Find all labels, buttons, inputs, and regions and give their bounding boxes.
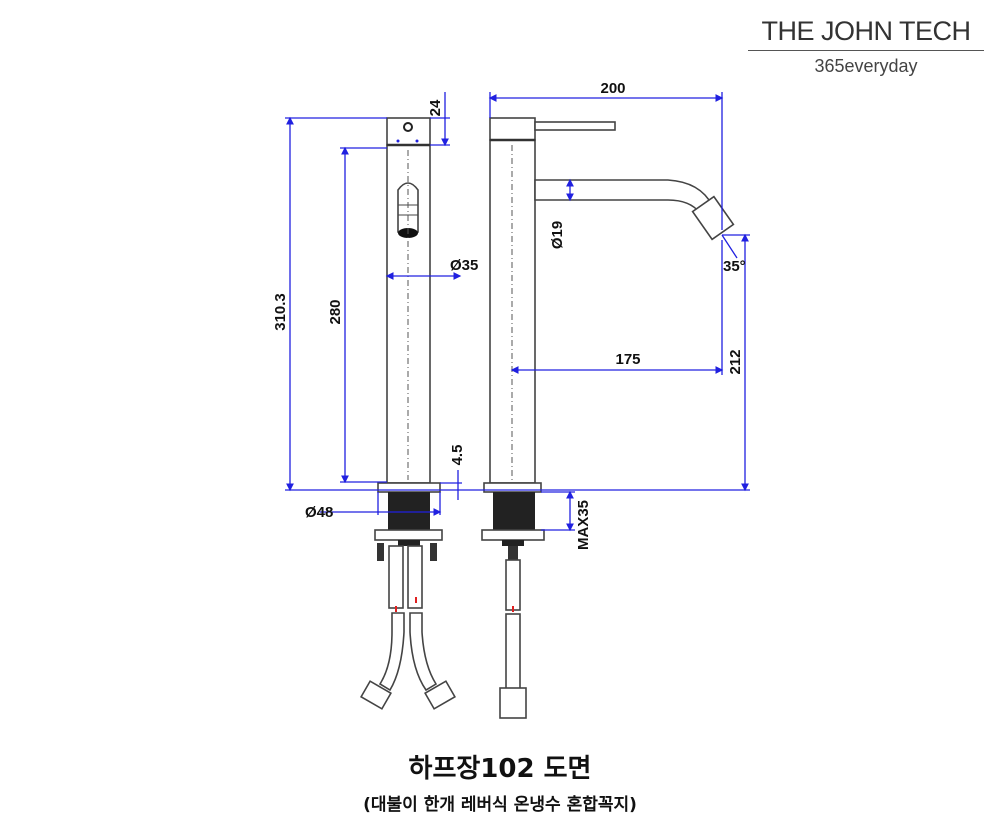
dim-spout-angle: 35° — [723, 258, 746, 275]
dim-spout-diameter: Ø19 — [549, 221, 566, 249]
dim-total-height: 310.3 — [272, 293, 289, 331]
brand-name: THE JOHN TECH — [761, 16, 971, 46]
dim-max-counter: MAX35 — [575, 500, 592, 550]
dim-base-gap: 4.5 — [449, 445, 466, 466]
brand-tagline: 365everyday — [814, 56, 918, 76]
dim-total-width: 200 — [600, 80, 625, 97]
side-view — [481, 117, 735, 719]
drawing-title: 하프장102 도면 — [408, 754, 592, 784]
brand-divider — [748, 50, 984, 51]
dim-body-height: 280 — [327, 299, 344, 324]
dim-spout-height: 212 — [727, 349, 744, 374]
dimension-lines — [285, 92, 750, 532]
dim-cap-height: 24 — [427, 99, 444, 116]
dim-body-diameter: Ø35 — [450, 257, 478, 274]
dim-spout-reach: 175 — [615, 351, 640, 368]
front-view — [360, 117, 456, 710]
drawing-subtitle: (대불이 한개 레버식 온냉수 혼합꼭지) — [363, 795, 637, 815]
dim-base-diameter: Ø48 — [305, 504, 333, 521]
